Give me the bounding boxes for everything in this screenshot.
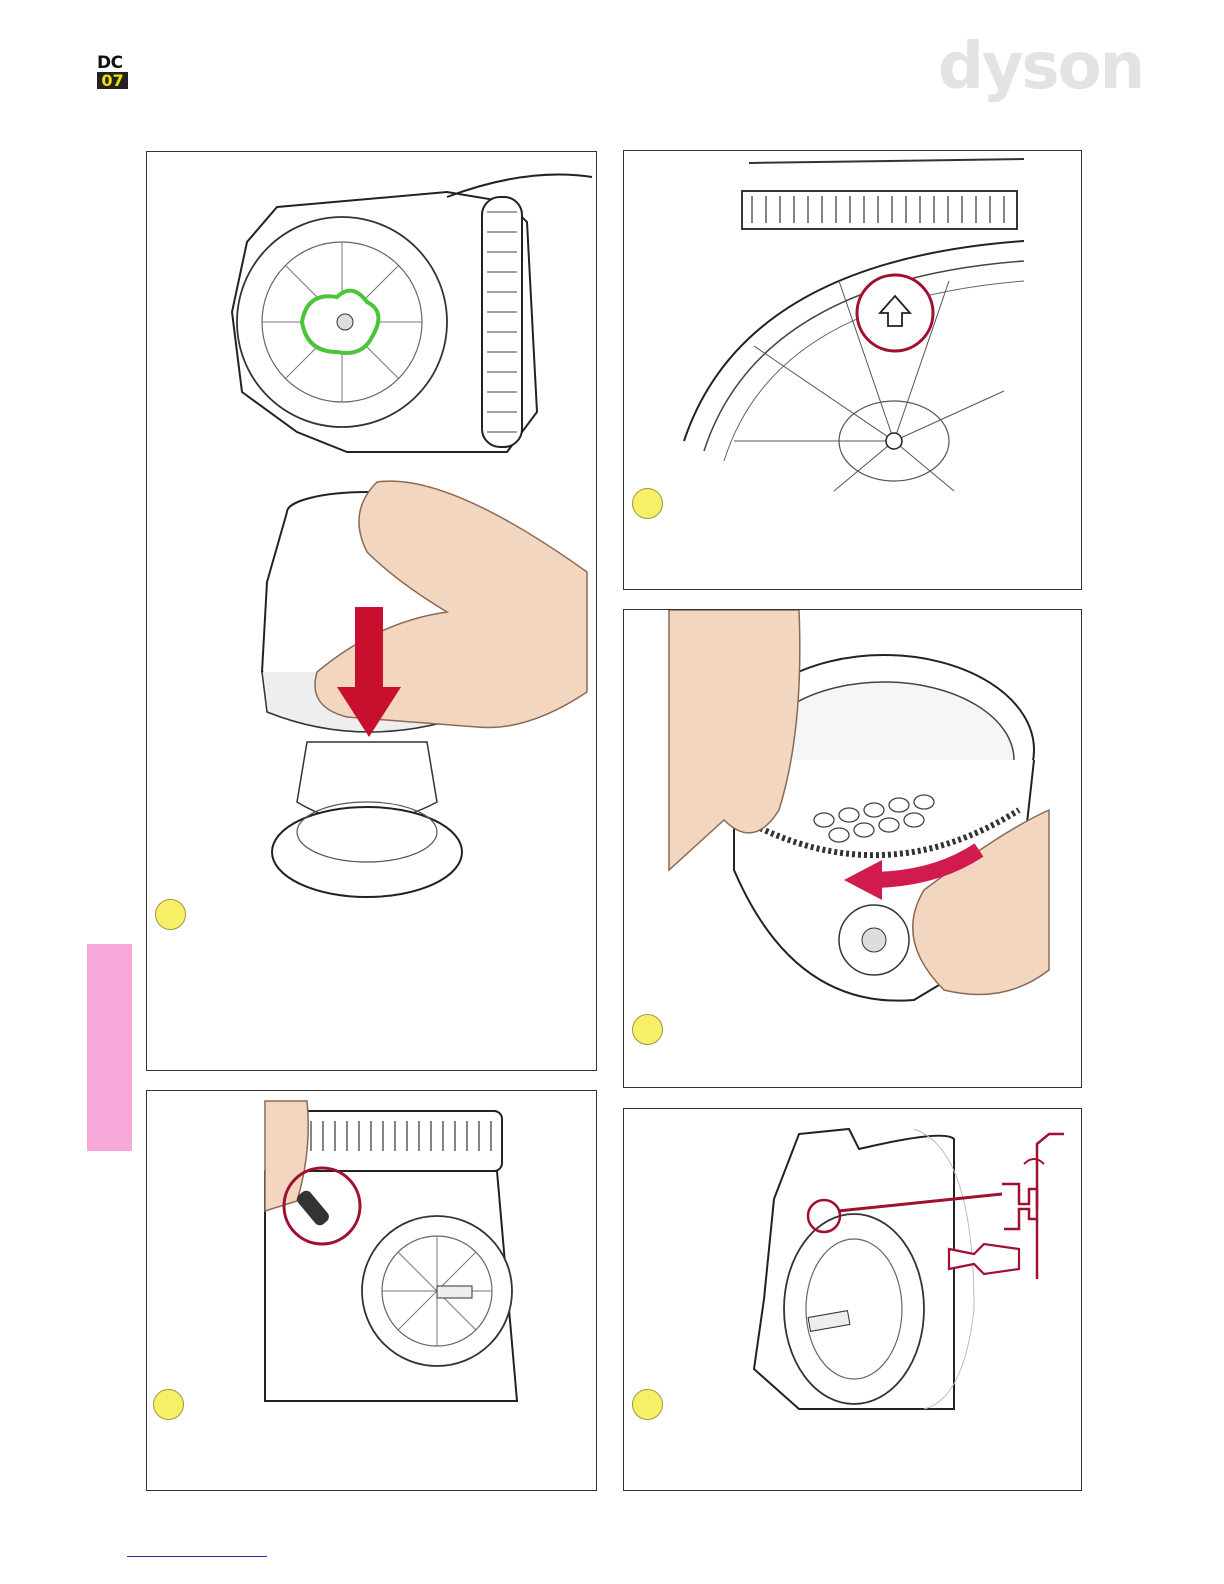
panel-step-b (623, 150, 1082, 590)
motor-side-illustration (624, 1109, 1083, 1492)
step-badge (632, 1389, 663, 1420)
brand-logo: dyson (938, 30, 1143, 104)
step-badge (632, 488, 663, 519)
step-badge (155, 899, 186, 930)
impeller-wheel-illustration (624, 151, 1083, 591)
cable-clip-illustration (147, 1091, 598, 1492)
up-arrow-callout-icon (857, 275, 933, 351)
model-badge-bottom: 07 (97, 72, 128, 89)
footer-link-rule[interactable] (127, 1556, 267, 1557)
model-badge: DC 07 (97, 54, 128, 89)
step-badge (153, 1389, 184, 1420)
hands-rotating-ring-illustration (624, 610, 1083, 1089)
panel-step-d (146, 1090, 597, 1491)
motor-housing-illustration (147, 152, 598, 1072)
step-badge (632, 1014, 663, 1045)
panel-step-a (146, 151, 597, 1071)
section-tab (87, 944, 132, 1151)
panel-step-e (623, 1108, 1082, 1491)
panel-step-c (623, 609, 1082, 1088)
model-badge-top: DC (97, 54, 128, 72)
